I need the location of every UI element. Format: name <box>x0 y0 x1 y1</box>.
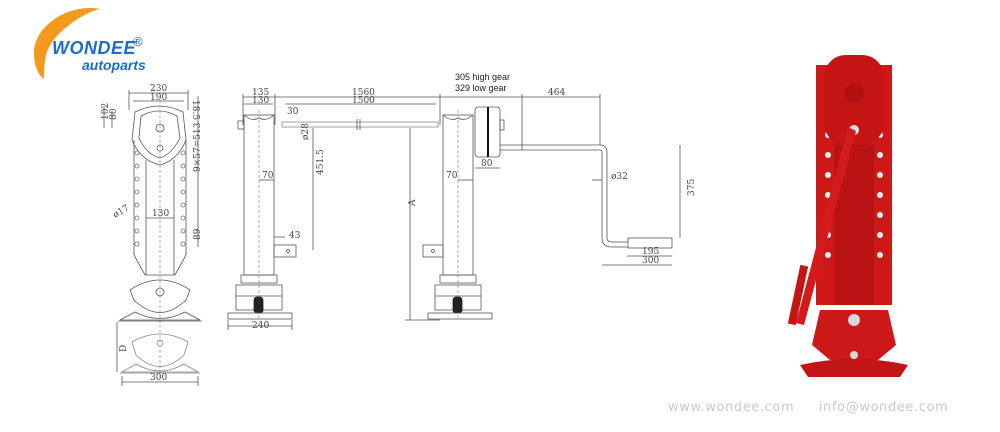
side-view-labels: 135 130 1560 1500 30 ø28 451.5 70 43 240… <box>252 88 418 331</box>
svg-text:1500: 1500 <box>352 96 375 106</box>
svg-text:102: 102 <box>101 103 111 120</box>
svg-text:230: 230 <box>150 84 167 94</box>
svg-text:195: 195 <box>642 247 659 257</box>
svg-text:ø28: ø28 <box>301 123 311 140</box>
svg-text:70: 70 <box>262 171 274 181</box>
logo-arc-icon <box>34 8 100 79</box>
logo-sub-text: autoparts <box>82 57 146 73</box>
crank-view <box>405 94 681 321</box>
side-view <box>227 94 440 330</box>
svg-text:80: 80 <box>481 159 493 169</box>
svg-text:80: 80 <box>109 108 119 120</box>
svg-text:A: A <box>408 199 418 207</box>
svg-text:375: 375 <box>687 179 697 196</box>
svg-text:43: 43 <box>289 231 301 241</box>
svg-text:451.5: 451.5 <box>316 149 326 175</box>
svg-text:240: 240 <box>252 321 269 331</box>
svg-text:1560: 1560 <box>352 88 375 98</box>
svg-text:329 low gear: 329 low gear <box>455 83 507 93</box>
svg-text:ø17: ø17 <box>112 203 132 220</box>
landing-gear-photo <box>787 55 908 377</box>
svg-text:464: 464 <box>548 88 565 98</box>
svg-text:300: 300 <box>642 256 659 266</box>
svg-text:305 high gear: 305 high gear <box>455 72 510 82</box>
svg-text:30: 30 <box>287 107 299 117</box>
front-view <box>103 90 202 386</box>
svg-text:ø32: ø32 <box>611 172 628 182</box>
svg-text:70: 70 <box>446 171 458 181</box>
svg-text:D: D <box>119 345 129 352</box>
svg-text:135: 135 <box>252 88 269 98</box>
brand-logo: WONDEE ® autoparts <box>30 5 165 85</box>
svg-text:130: 130 <box>252 96 269 106</box>
crank-view-labels: 305 high gear 329 low gear 464 70 80 ø32… <box>446 72 697 266</box>
svg-text:190: 190 <box>150 93 167 103</box>
front-view-labels: 230 190 18.5 102 80 9×57=513 ø17 130 89 … <box>101 84 203 383</box>
registered-mark: ® <box>133 34 143 49</box>
svg-text:9×57=513: 9×57=513 <box>193 122 203 172</box>
svg-text:89: 89 <box>193 228 203 240</box>
email-link[interactable]: info@wondee.com <box>818 400 949 415</box>
svg-text:300: 300 <box>150 373 167 383</box>
svg-text:130: 130 <box>152 209 169 219</box>
svg-text:18.5: 18.5 <box>190 100 200 120</box>
logo-brand-text: WONDEE <box>52 38 136 58</box>
footer-contact: www.wondee.com info@wondee.com <box>668 400 968 415</box>
website-link[interactable]: www.wondee.com <box>668 400 795 415</box>
